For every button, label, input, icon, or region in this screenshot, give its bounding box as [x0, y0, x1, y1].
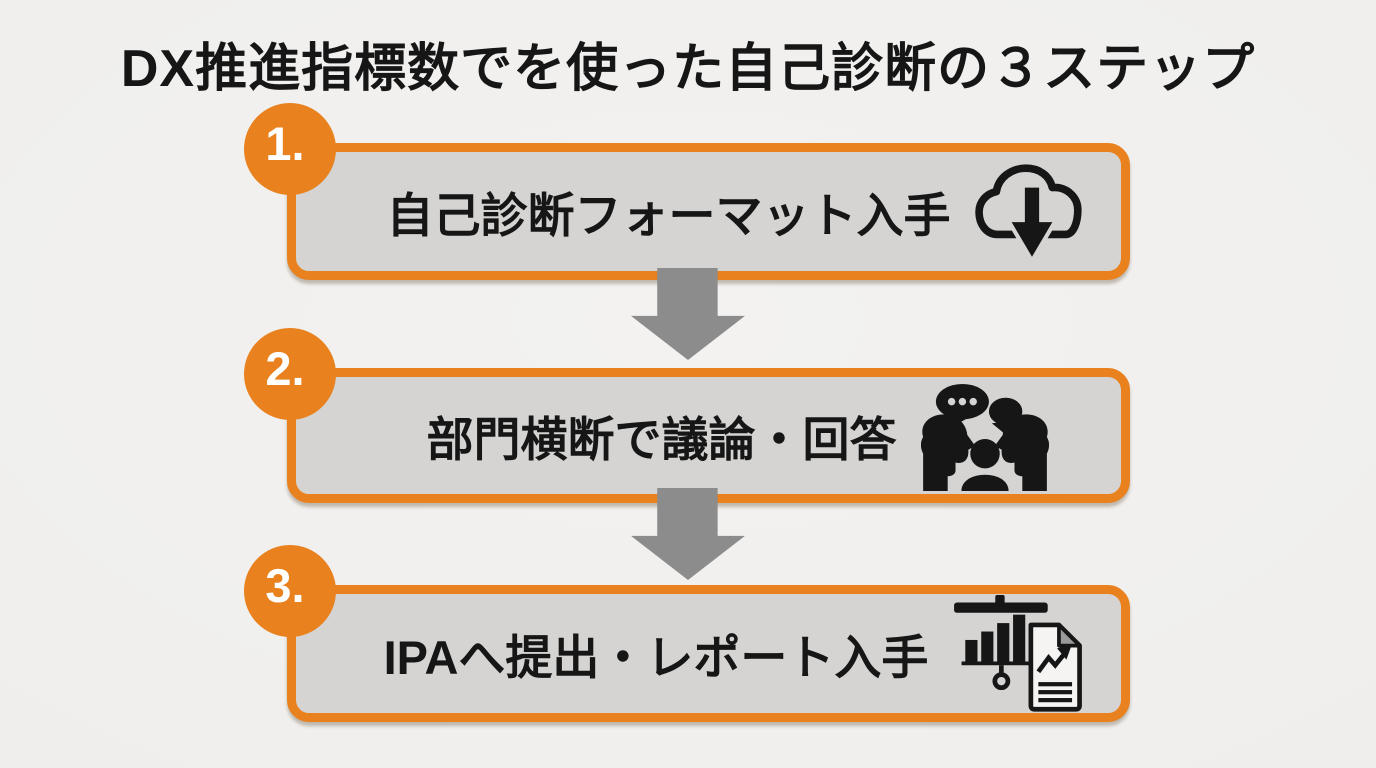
group-discussion-icon: [920, 381, 1049, 491]
cloud-download-icon: [974, 155, 1089, 269]
step-1-badge: 1.: [244, 103, 336, 195]
page-title: DX推進指標数でを使った自己診断の３ステップ: [120, 40, 1256, 98]
step-3-box: 3. IPAへ提出・レポート入手: [244, 545, 1130, 722]
step-1-box: 1. 自己診断フォーマット入手: [244, 103, 1130, 280]
down-arrow-icon: [631, 268, 745, 360]
step-3-number: 3.: [265, 558, 305, 612]
step-3-badge: 3.: [244, 545, 336, 637]
step-3-label: IPAへ提出・レポート入手: [383, 631, 929, 684]
step-1-label: 自己診断フォーマット入手: [386, 189, 951, 242]
step-2-label: 部門横断で議論・回答: [426, 413, 897, 466]
presentation-report-icon: [952, 594, 1091, 713]
step-1-number: 1.: [265, 116, 305, 170]
step-2-badge: 2.: [244, 328, 336, 420]
step-2-box: 2. 部門横断で議論・回答: [244, 328, 1130, 503]
step-2-number: 2.: [265, 341, 305, 395]
